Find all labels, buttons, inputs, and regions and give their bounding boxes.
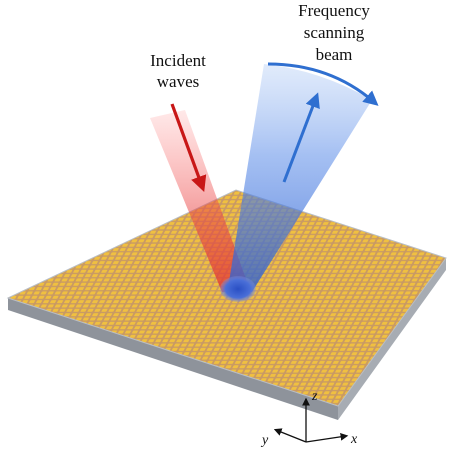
plate-side-right (338, 258, 446, 420)
incident-beam (150, 103, 250, 292)
plate-side-front (8, 298, 338, 420)
incident-arrow (170, 103, 207, 193)
freq-label-line2: scanning (304, 23, 365, 42)
incident-label-line1: Incident (150, 51, 206, 70)
y-axis-label: y (260, 433, 269, 448)
scanning-beam (228, 62, 379, 292)
incident-waves-label: Incident waves (150, 51, 206, 91)
freq-label-line3: beam (316, 45, 353, 64)
y-axis (273, 428, 307, 443)
incident-beam-cone (150, 110, 250, 292)
coordinate-axes: z x y (260, 389, 358, 448)
beam-spot (220, 276, 256, 302)
reflected-arrow (282, 92, 320, 183)
frequency-scanning-beam-label: Frequency scanning beam (298, 1, 370, 64)
scanning-beam-cone (228, 64, 372, 292)
z-axis-label: z (311, 389, 318, 404)
x-axis-label: x (350, 432, 358, 447)
metasurface-plate (6, 189, 447, 420)
x-axis (305, 432, 349, 443)
incident-label-line2: waves (157, 72, 199, 91)
freq-label-line1: Frequency (298, 1, 370, 20)
scan-direction-arc (267, 62, 379, 106)
